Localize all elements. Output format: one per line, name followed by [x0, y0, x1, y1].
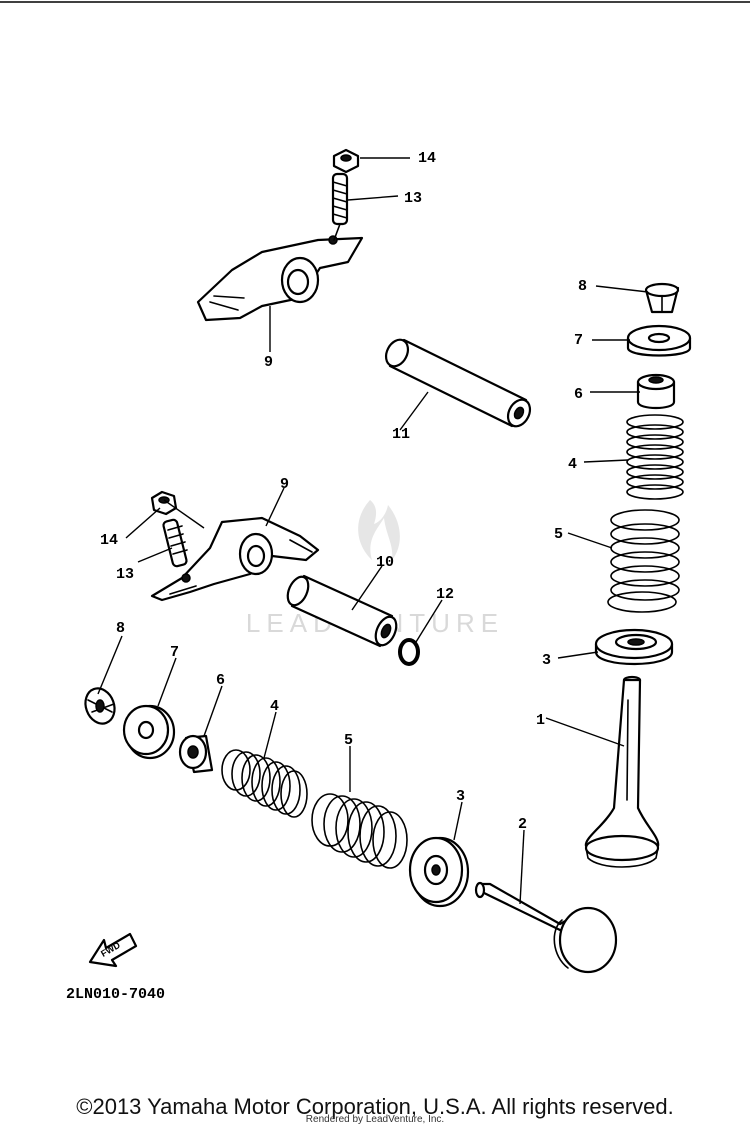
rocker-arm-lower — [150, 516, 320, 602]
callout-5-right: 5 — [554, 526, 563, 543]
callout-4-left: 4 — [270, 698, 279, 715]
rocker-shaft-lower — [286, 574, 398, 648]
callout-3-right: 3 — [542, 652, 551, 669]
valve-cotter-right — [644, 282, 680, 314]
outer-spring-right — [607, 509, 680, 613]
callout-13-upper: 13 — [404, 190, 422, 207]
inner-spring-left — [221, 749, 308, 818]
callout-3-left: 3 — [456, 788, 465, 805]
inner-spring-right — [626, 414, 684, 500]
callout-8-right: 8 — [578, 278, 587, 295]
rendered-by-credit: Rendered by LeadVenture, Inc. — [305, 1114, 445, 1125]
callout-6-left: 6 — [216, 672, 225, 689]
callout-14-lower: 14 — [100, 532, 118, 549]
callout-1: 1 — [536, 712, 545, 729]
callout-14-upper: 14 — [418, 150, 436, 167]
callout-13-lower: 13 — [116, 566, 134, 583]
callout-11: 11 — [392, 426, 410, 443]
spring-seat-right — [594, 628, 674, 666]
callout-2: 2 — [518, 816, 527, 833]
callout-12: 12 — [436, 586, 454, 603]
spring-seat-left — [408, 836, 470, 908]
valve-cotter-left — [84, 687, 116, 725]
o-ring — [398, 638, 420, 666]
stem-seal-right — [636, 373, 676, 410]
adjuster-screw-lower — [162, 518, 188, 568]
callout-labels: 14 13 9 11 8 7 6 4 5 3 1 9 14 13 10 12 8… — [100, 150, 587, 833]
fwd-arrow-icon: FWD — [88, 932, 138, 968]
adjuster-screw-upper — [331, 172, 349, 241]
outer-spring-left — [311, 793, 408, 869]
callout-5-left: 5 — [344, 732, 353, 749]
callout-8-left: 8 — [116, 620, 125, 637]
diagram-code: 2LN010-7040 — [66, 986, 165, 1003]
callout-9-lower: 9 — [280, 476, 289, 493]
valve-left — [474, 881, 618, 974]
copyright-notice: ©2013 Yamaha Motor Corporation, U.S.A. A… — [76, 1094, 674, 1119]
leader-lines — [97, 157, 649, 905]
callout-9-upper: 9 — [264, 354, 273, 371]
rocker-arm-upper — [196, 235, 364, 322]
stem-seal-left — [178, 734, 214, 774]
lock-nut-lower — [150, 490, 178, 516]
rocker-shaft — [384, 338, 532, 428]
callout-7-left: 7 — [170, 644, 179, 661]
spring-retainer-right — [626, 324, 692, 357]
lock-nut-upper — [332, 148, 360, 174]
callout-6-right: 6 — [574, 386, 583, 403]
callout-4-right: 4 — [568, 456, 577, 473]
callout-7-right: 7 — [574, 332, 583, 349]
spring-retainer-left — [122, 704, 176, 760]
valve-right — [584, 675, 660, 868]
callout-10: 10 — [376, 554, 394, 571]
